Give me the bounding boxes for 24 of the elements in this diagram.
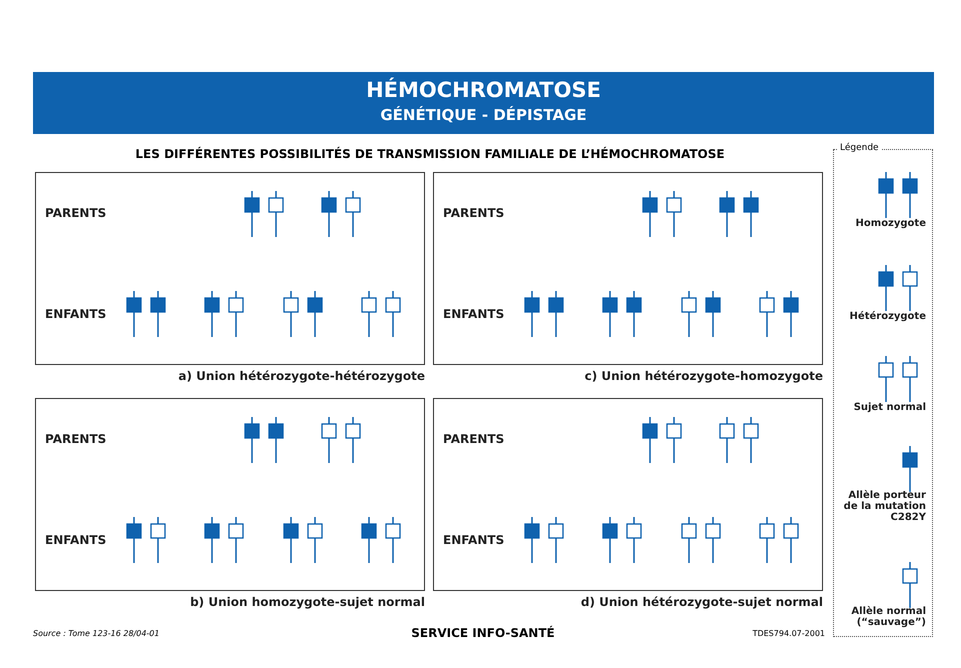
subtitle: GÉNÉTIQUE - DÉPISTAGE [379,106,588,124]
panel-caption: a) Union hétérozygote-hétérozygote [177,369,425,383]
legend-title: Légende [838,143,881,153]
footer-text: SERVICE INFO-SANTÉ [410,626,556,640]
panel-caption: b) Union homozygote-sujet normal [189,595,425,609]
row-label: PARENTS [45,432,106,446]
legend-label: Hétérozygote [848,311,926,322]
legend-label: Homozygote [854,218,926,229]
heading: LES DIFFÉRENTES POSSIBILITÉS DE TRANSMISSION FAMILIALE DE L’HÉMOCHROMATOSE [134,147,726,161]
row-label: ENFANTS [443,307,504,321]
legend-label: Sujet normal [852,402,926,413]
row-label: PARENTS [45,206,106,220]
legend-label: Allèle porteur de la mutation C282Y [842,490,926,523]
legend-label: Allèle normal (“sauvage”) [850,606,926,628]
row-label: PARENTS [443,206,504,220]
reference-code: TDES794.07-2001 [752,629,825,638]
title: HÉMOCHROMATOSE [365,78,602,102]
row-label: ENFANTS [45,533,106,547]
panel-caption: d) Union hétérozygote-sujet normal [580,595,823,609]
row-label: ENFANTS [443,533,504,547]
row-label: PARENTS [443,432,504,446]
source-note: Source : Tome 123-16 28/04-01 [33,629,160,638]
panel-caption: c) Union hétérozygote-homozygote [584,369,823,383]
row-label: ENFANTS [45,307,106,321]
